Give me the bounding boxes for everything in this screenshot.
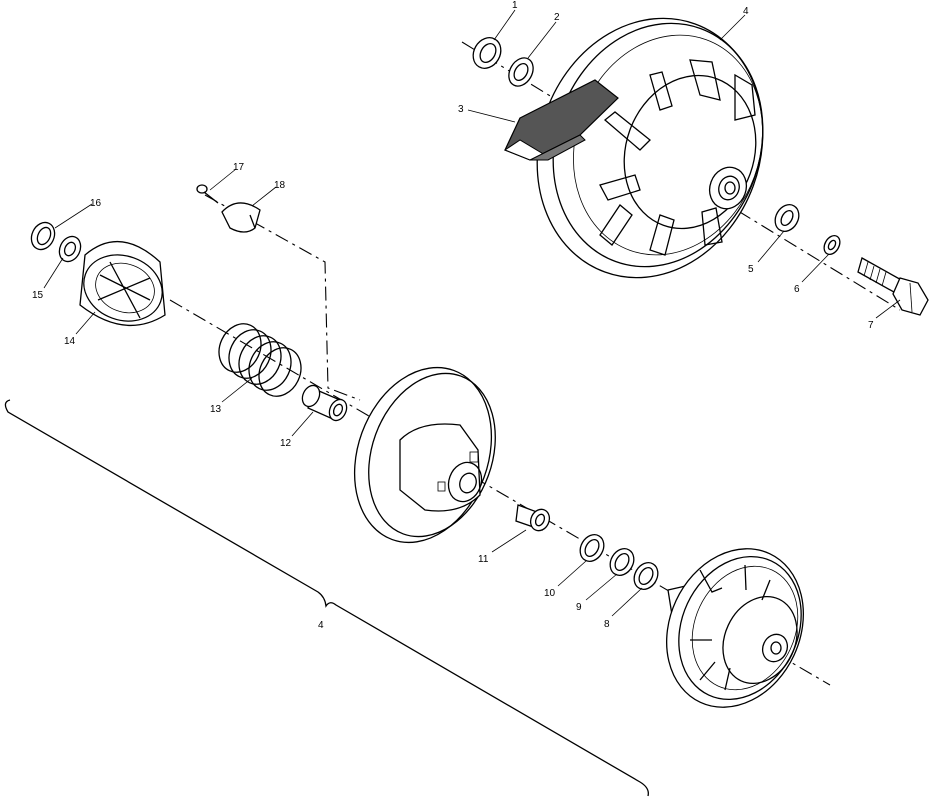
part-7-bolt bbox=[857, 257, 929, 316]
part-18-button bbox=[221, 202, 261, 233]
part-1-washer bbox=[472, 37, 502, 69]
part-15-washer bbox=[58, 235, 82, 263]
callout-10: 10 bbox=[544, 588, 556, 599]
button-axis bbox=[204, 194, 361, 401]
part-9-washer bbox=[609, 548, 635, 576]
callout-17: 17 bbox=[233, 162, 245, 173]
callout-labels: 1 2 3 4 5 6 7 8 9 10 11 12 13 14 15 16 1… bbox=[32, 0, 874, 631]
callout-5: 5 bbox=[748, 264, 754, 275]
callout-1: 1 bbox=[512, 0, 518, 11]
part-4-movable-sheave bbox=[353, 366, 496, 544]
part-3-belt bbox=[503, 79, 619, 161]
part-14-cam bbox=[79, 241, 166, 327]
callout-15: 15 bbox=[32, 290, 44, 301]
callout-12: 12 bbox=[280, 438, 292, 449]
callout-4-top: 4 bbox=[743, 6, 749, 17]
part-13-spring bbox=[218, 323, 302, 397]
fixed-sheave-with-shaft bbox=[666, 548, 804, 708]
assembly-brace bbox=[4, 399, 649, 797]
part-10-washer bbox=[579, 534, 605, 562]
callout-4-brace: 4 bbox=[318, 620, 324, 631]
callout-9: 9 bbox=[576, 602, 582, 613]
callout-11: 11 bbox=[478, 554, 489, 565]
callout-16: 16 bbox=[90, 198, 102, 209]
callout-8: 8 bbox=[604, 619, 610, 630]
part-12-bushing bbox=[301, 384, 348, 422]
part-11-bushing bbox=[515, 504, 551, 532]
callout-3: 3 bbox=[458, 104, 464, 115]
callout-14: 14 bbox=[64, 336, 76, 347]
part-16-snap-ring bbox=[30, 221, 56, 251]
callout-6: 6 bbox=[794, 284, 800, 295]
part-17-screw bbox=[196, 184, 219, 204]
part-8-washer bbox=[633, 562, 659, 590]
callout-2: 2 bbox=[554, 12, 560, 23]
callout-18: 18 bbox=[274, 180, 286, 191]
part-2-washer bbox=[508, 57, 534, 87]
callout-13: 13 bbox=[210, 404, 222, 415]
leader-lines bbox=[43, 9, 901, 617]
callout-7: 7 bbox=[868, 320, 874, 331]
part-6-lock-washer bbox=[823, 235, 841, 255]
part-5-washer bbox=[774, 204, 800, 232]
